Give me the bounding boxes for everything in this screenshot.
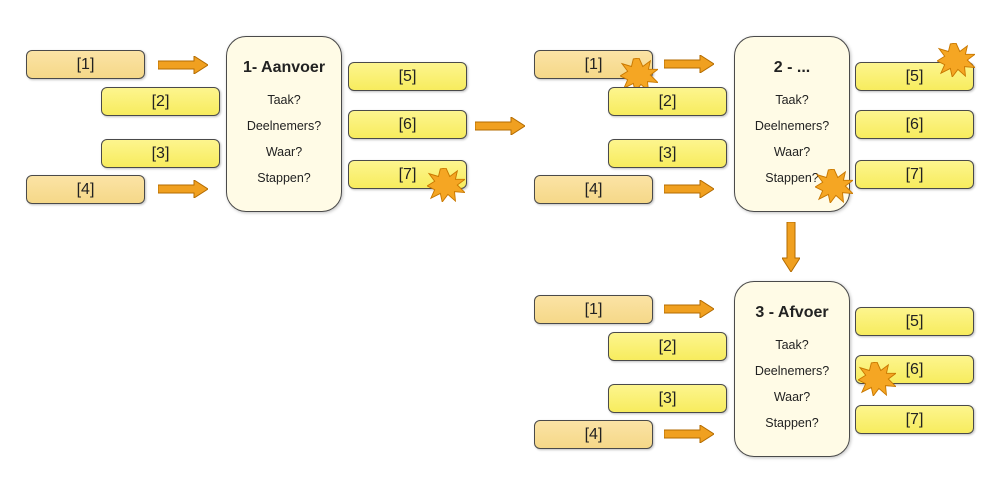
stage3-question-steps: Stappen? [765,416,819,430]
stage3-process-box: 3 - Afvoer Taak? Deelnemers? Waar? Stapp… [734,281,850,457]
stage2-output-6-label: [6] [905,115,924,133]
stage2-question-participants: Deelnemers? [754,119,830,133]
stage2-output-5-label: [5] [905,67,924,85]
stage2-output-6: [6] [855,110,974,139]
stage1-input-1-arrow [158,56,208,74]
stage3-title: 3 - Afvoer [755,304,829,321]
stage2-input-4-arrow [664,180,714,198]
stage3-input-4-arrow [664,425,714,443]
stage1-output-5-label: [5] [398,67,417,85]
stage1-input-4-arrow [158,180,208,198]
stage1-question-where: Waar? [265,145,303,159]
stage2-question-steps: Stappen? [765,171,819,185]
stage1-process-box: 1- Aanvoer Taak? Deelnemers? Waar? Stapp… [226,36,342,212]
stage2-output-7: [7] [855,160,974,189]
stage3-input-1-arrow [664,300,714,318]
stage1-output-7-label: [7] [398,165,417,183]
stage2-input-3: [3] [608,139,727,168]
stage2-question-task: Taak? [775,93,809,107]
stage1-output-6: [6] [348,110,467,139]
stage2-output-5-burst-icon [937,43,975,77]
stage3-input-4: [4] [534,420,653,449]
stage2-output-7-label: [7] [905,165,924,183]
stage2-steps-burst-icon [815,169,853,203]
stage3-question-where: Waar? [773,390,811,404]
stage3-question-task: Taak? [775,338,809,352]
stage2-title: 2 - ... [773,59,811,76]
stage3-output-7: [7] [855,405,974,434]
stage1-input-1-label: [1] [76,55,95,73]
stage1-question-task: Taak? [267,93,301,107]
stage1-question-steps: Stappen? [257,171,311,185]
stage2-input-2: [2] [608,87,727,116]
stage2-input-2-label: [2] [658,92,677,110]
stage1-input-3-label: [3] [151,144,170,162]
stage3-output-6-label: [6] [905,360,924,378]
stage1-output-6-label: [6] [398,115,417,133]
stage1-output-5: [5] [348,62,467,91]
stage2-input-4-label: [4] [584,180,603,198]
stage1-input-3: [3] [101,139,220,168]
stage3-input-2-label: [2] [658,337,677,355]
stage3-input-3-label: [3] [658,389,677,407]
stage2-question-where: Waar? [773,145,811,159]
stage3-output-5: [5] [855,307,974,336]
stage2-input-1-label: [1] [584,55,603,73]
stage1-input-2: [2] [101,87,220,116]
stage1-title: 1- Aanvoer [242,59,326,76]
stage3-input-1: [1] [534,295,653,324]
stage3-input-3: [3] [608,384,727,413]
stage1-output-7-burst-icon [427,168,465,202]
stage2-input-1-arrow [664,55,714,73]
stage3-input-1-label: [1] [584,300,603,318]
stage1-input-4-label: [4] [76,180,95,198]
stage3-question-participants: Deelnemers? [754,364,830,378]
stage2-input-4: [4] [534,175,653,204]
stage3-output-7-label: [7] [905,410,924,428]
stage1-input-2-label: [2] [151,92,170,110]
stage3-input-2: [2] [608,332,727,361]
stage1-to-stage2-arrow [475,117,525,135]
stage2-input-3-label: [3] [658,144,677,162]
stage1-input-4: [4] [26,175,145,204]
stage2-to-stage3-arrow [782,222,800,272]
stage3-input-4-label: [4] [584,425,603,443]
stage1-question-participants: Deelnemers? [246,119,322,133]
stage3-output-5-label: [5] [905,312,924,330]
stage3-output-6-burst-icon [858,362,896,396]
stage1-input-1: [1] [26,50,145,79]
